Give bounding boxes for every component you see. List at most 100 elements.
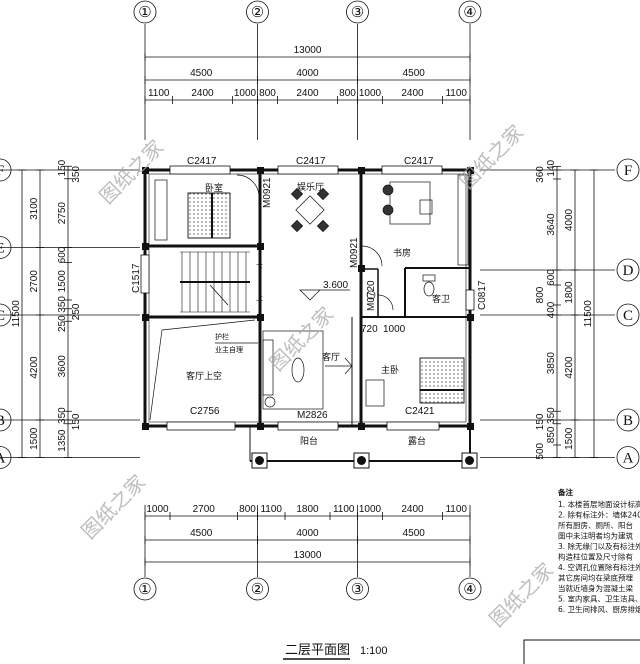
axis-label: B: [0, 413, 5, 429]
axis-label: F: [624, 163, 632, 179]
dimension-label: 600: [57, 246, 68, 263]
window-label: C2417: [296, 156, 326, 167]
axis-label: ④: [463, 582, 476, 598]
axis-label: ②: [251, 5, 264, 21]
dimension-label: 2400: [401, 88, 424, 99]
dimension-label: 600: [546, 269, 557, 286]
axis-label: D: [623, 263, 634, 279]
axis-bubble: [0, 236, 12, 259]
railing-label: 护栏: [215, 332, 229, 341]
dimension-label: 13000: [294, 45, 322, 56]
dimension-label: 3100: [29, 197, 40, 220]
note-line: 5. 室内家具、卫生洁具、: [558, 594, 640, 604]
watermark: 图纸之家: [455, 120, 529, 194]
dimension-label: 13000: [294, 550, 322, 561]
owner-handles-label: 业主自理: [215, 345, 243, 354]
title-block-frame: [523, 639, 640, 664]
dimension-label: 2400: [191, 88, 214, 99]
dimension-label: 500: [535, 442, 546, 459]
dimension-label: 250: [57, 315, 68, 332]
stair-down-label: 下: [256, 264, 263, 272]
balcony-posts: [251, 452, 478, 469]
dimension-label: 4000: [296, 528, 319, 539]
dimension-label: 1000: [234, 88, 257, 99]
toilet-icon: [422, 274, 436, 297]
axis-label: ③: [351, 582, 364, 598]
axis-label: F: [0, 163, 4, 179]
room-study: 书房: [393, 247, 411, 259]
dimension-label: 1100: [445, 504, 467, 515]
dimension-label: 1100: [333, 504, 355, 515]
axis-label: E: [0, 241, 5, 257]
axis-bubble: [0, 158, 12, 182]
window-label: C2421: [405, 406, 435, 417]
dimension-label: 1000: [383, 324, 406, 335]
note-line: 1. 本楼首层地面设计标高: [558, 499, 640, 509]
note-line: 4. 空调孔位置除有标注外: [558, 562, 640, 572]
room-bedroom: 卧室: [205, 182, 223, 194]
axis-bubble: [616, 258, 640, 282]
watermark: 图纸之家: [95, 135, 169, 209]
axis-label: A: [623, 451, 634, 467]
note-line: 构造柱位置及尺寸除有: [558, 552, 633, 562]
dimension-label: 150: [71, 413, 82, 430]
window-label: C2756: [190, 406, 220, 417]
room-guest-bath: 客卫: [432, 293, 450, 305]
axis-bubble: [0, 408, 12, 432]
dimension-label: 250: [71, 303, 82, 320]
dimension-label: 140: [546, 159, 557, 176]
axis-label: A: [0, 451, 6, 467]
axis-label: ②: [251, 582, 264, 598]
entrance-arrow-icon: [325, 357, 353, 375]
dimension-label: 1100: [445, 88, 467, 99]
dimension-label: 11500: [583, 300, 594, 328]
dimension-label: 1500: [564, 427, 575, 450]
dimension-label: 11500: [11, 300, 22, 328]
room-balcony: 阳台: [300, 435, 318, 447]
drawing-title: 二层平面图: [285, 643, 350, 658]
dimension-label: 350: [546, 407, 557, 424]
dimension-label: 150: [57, 159, 68, 176]
dimension-label: 4500: [403, 528, 426, 539]
axis-bubble: [458, 577, 482, 601]
dimension-label: 1500: [57, 270, 68, 293]
dimension-label: 1000: [359, 504, 382, 515]
dimension-label: 800: [259, 88, 276, 99]
dimension-label: 3850: [546, 352, 557, 375]
dimension-label: 1000: [146, 504, 169, 515]
axis-bubble: [616, 446, 640, 469]
dimension-label: 1800: [564, 281, 575, 304]
axis-bubble: [346, 577, 369, 601]
axis-bubble: [458, 0, 482, 24]
dimension-label: 850: [546, 426, 557, 443]
note-line: 3. 除无缘门以及有标注外: [558, 541, 640, 551]
dimension-label: 2750: [57, 202, 68, 225]
master-bed-icon: [419, 357, 465, 404]
axis-bubble: [0, 446, 12, 469]
room-terrace: 露台: [408, 435, 426, 447]
dimension-label: 2400: [401, 504, 424, 515]
floor-elevation: 3.600: [323, 280, 348, 291]
notes-heading: 备注: [557, 487, 573, 497]
dimension-label: 720: [361, 324, 378, 335]
dimension-label: 800: [339, 88, 356, 99]
axis-bubble: [346, 0, 369, 24]
note-line: 其它房间均在梁底预埋: [558, 573, 633, 583]
dimension-label: 150: [535, 413, 546, 430]
walls: [140, 165, 475, 462]
axis-bubble: [246, 577, 269, 601]
note-line: 2. 除有标注外：墙体240: [558, 510, 640, 520]
water-heater-icon: [366, 290, 376, 300]
bed-icon: [187, 192, 231, 239]
dimension-label: 2700: [193, 504, 216, 515]
dimension-label: 1000: [359, 88, 382, 99]
dimension-label: 350: [57, 296, 68, 313]
axis-bubble: [616, 158, 640, 182]
axis-label: C: [0, 308, 5, 324]
dimension-label: 800: [535, 286, 546, 303]
note-line: 当就近墙身为混凝土梁: [558, 583, 633, 593]
desk-icon: [382, 181, 433, 225]
